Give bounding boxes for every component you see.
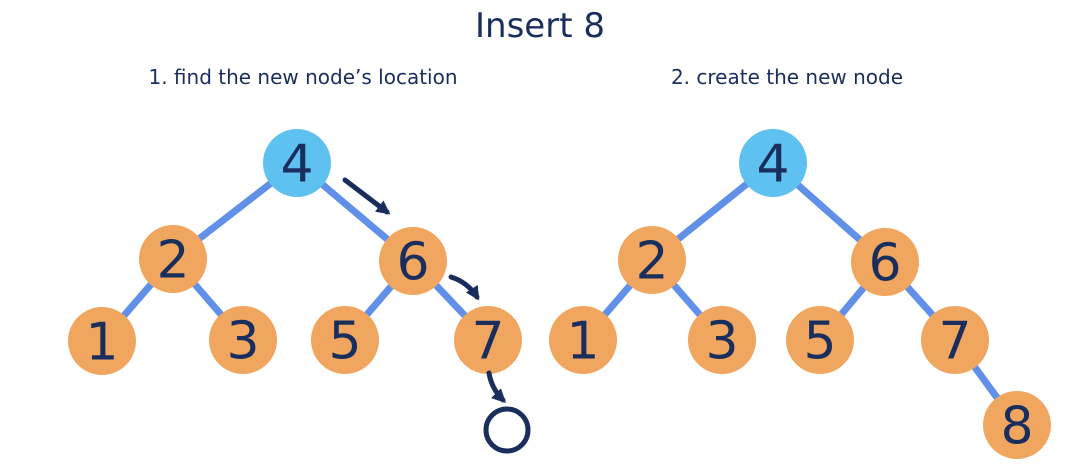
- tree-node-label-7: 7: [471, 312, 504, 372]
- tree-node-label-1: 1: [85, 313, 118, 373]
- tree-panel-2: 4 2 6 1 3 5 78: [549, 129, 1051, 459]
- tree-node-2: [618, 226, 686, 294]
- tree-node-2: [139, 225, 207, 293]
- tree-node-label-2: 2: [156, 231, 189, 291]
- traversal-arrow-icon: [448, 274, 480, 301]
- tree-node-label-5: 5: [803, 312, 836, 372]
- empty-node-placeholder-icon: [483, 406, 531, 454]
- tree-node-6: [851, 228, 919, 296]
- tree-node-label-1: 1: [566, 312, 599, 372]
- tree-node-4: [263, 129, 331, 197]
- tree-node-label-3: 3: [226, 312, 259, 372]
- panel-caption-step2: 2. create the new node: [670, 65, 904, 89]
- tree-node-6: [379, 227, 447, 295]
- tree-node-label-6: 6: [396, 233, 429, 293]
- tree-node-label-4: 4: [280, 135, 313, 195]
- tree-node-1: [549, 306, 617, 374]
- tree-panel-1: 4 2 6 1 3 5 7: [68, 129, 531, 454]
- tree-node-3: [688, 306, 756, 374]
- traversal-arrow-icon: [342, 177, 391, 215]
- tree-node-label-5: 5: [328, 312, 361, 372]
- tree-node-label-3: 3: [705, 312, 738, 372]
- tree-node-label-8: 8: [1000, 397, 1033, 457]
- tree-node-7: [921, 306, 989, 374]
- tree-node-label-2: 2: [635, 232, 668, 292]
- tree-node-1: [68, 307, 136, 375]
- tree-node-label-4: 4: [756, 135, 789, 195]
- tree-node-label-7: 7: [938, 312, 971, 372]
- tree-node-8: [983, 391, 1051, 459]
- tree-node-5: [786, 306, 854, 374]
- diagram-title: Insert 8: [475, 6, 605, 46]
- tree-node-3: [209, 306, 277, 374]
- traversal-arrow-icon: [486, 370, 507, 403]
- tree-node-7: [454, 306, 522, 374]
- panel-caption-step1: 1. find the new node’s location: [148, 65, 458, 89]
- tree-node-4: [739, 129, 807, 197]
- tree-node-5: [311, 306, 379, 374]
- tree-node-label-6: 6: [868, 234, 901, 294]
